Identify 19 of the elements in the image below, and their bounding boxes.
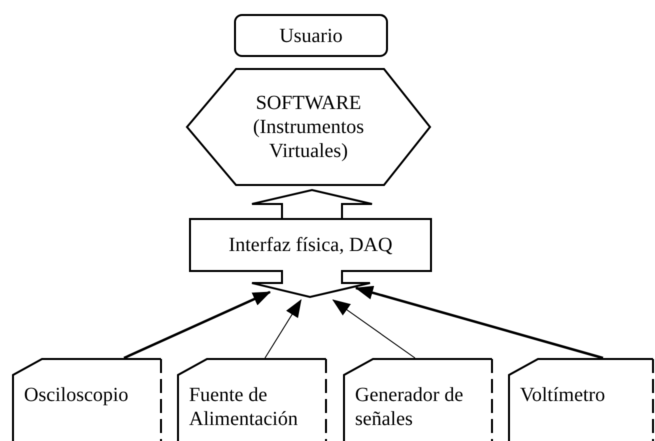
instrument-card — [177, 358, 327, 441]
node-label: Voltímetro — [520, 383, 606, 407]
instrument-card — [12, 358, 162, 441]
node-label: Generador de señales — [355, 383, 464, 431]
arrow — [332, 299, 416, 358]
rounded-box — [234, 14, 388, 57]
arrow — [123, 290, 271, 360]
node-label: Osciloscopio — [24, 383, 128, 407]
node-label: Usuario — [279, 24, 343, 48]
arrow — [264, 299, 302, 358]
arrow — [355, 286, 604, 360]
node-label: Interfaz física, DAQ — [228, 233, 392, 257]
node-label: Fuente de Alimentación — [189, 383, 299, 431]
hexagon-box — [186, 68, 431, 186]
instrument-card — [343, 358, 493, 441]
node-label: SOFTWARE (Instrumentos Virtuales) — [252, 91, 366, 163]
instrument-card — [508, 358, 654, 441]
block-arrow — [251, 188, 373, 219]
interface-box — [189, 218, 432, 298]
